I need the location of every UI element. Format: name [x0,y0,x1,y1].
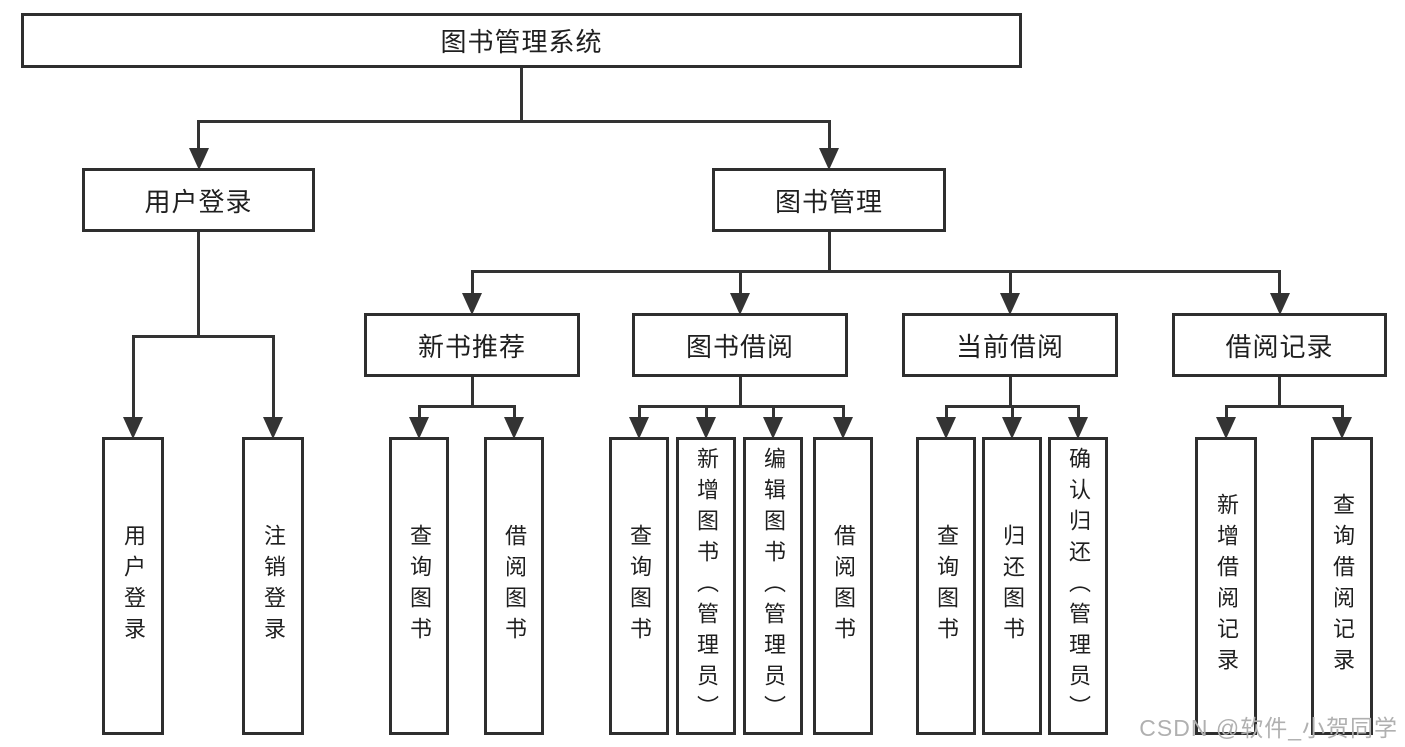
watermark-text: CSDN @软件_小贺同学 [1139,715,1398,741]
connector-line [197,231,200,338]
arrow-down-icon [629,417,649,439]
arrow-down-icon [1269,293,1290,315]
node-new-book-recommend: 新书推荐 [364,313,580,377]
node-label: 用户登录 [121,524,146,648]
node-label: 查询图书 [627,524,652,648]
arrow-down-icon [504,417,524,439]
node-label: 新书推荐 [417,331,526,362]
arrow-down-icon [763,417,783,439]
node-label: 查询借阅记录 [1330,493,1355,679]
node-current-borrowing: 当前借阅 [902,313,1118,377]
node-label: 当前借阅 [955,331,1064,362]
node-label: 查询图书 [407,524,432,648]
node-confirm-return-admin: 确认归还（管理员） [1048,437,1108,735]
connector-line [827,231,831,273]
arrow-down-icon [819,148,839,170]
connector-line [738,376,742,408]
connector-line [944,405,948,427]
node-label: 确认归还（管理员） [1066,446,1091,726]
connector-line [197,120,831,123]
connector-line [131,335,275,338]
arrow-down-icon [833,417,853,439]
connector-line [1278,376,1281,408]
connector-line [827,120,831,158]
arrow-down-icon [409,417,429,439]
node-query-books-borrowing: 查询图书 [609,437,669,735]
connector-line [704,405,708,427]
connector-line [1224,405,1344,408]
connector-line [197,120,200,158]
connector-line [771,405,775,427]
arrow-down-icon [730,293,750,315]
node-query-books-current: 查询图书 [916,437,976,735]
connector-line [841,405,845,427]
node-label: 图书管理系统 [440,27,603,57]
node-edit-books-admin: 编辑图书（管理员） [743,437,803,735]
connector-line [470,270,474,303]
node-system-root: 图书管理系统 [21,13,1022,68]
arrow-down-icon [1332,417,1352,439]
node-borrowing-records: 借阅记录 [1172,313,1387,377]
node-book-management: 图书管理 [712,168,946,232]
connector-line [738,270,742,303]
node-label: 借阅图书 [502,524,527,648]
connector-line [1340,405,1344,427]
node-label: 借阅记录 [1225,331,1334,362]
arrow-down-icon [462,293,482,315]
connector-line [1278,270,1281,303]
node-label: 新增图书（管理员） [694,446,719,726]
connector-line [1008,270,1012,303]
connector-line [417,405,516,408]
node-login-user: 用户登录 [102,437,164,735]
node-label: 图书借阅 [685,331,794,362]
arrow-down-icon [1002,417,1022,439]
connector-line [1076,405,1080,427]
connector-line [512,405,516,427]
arrow-down-icon [1216,417,1236,439]
connector-line [637,405,845,408]
node-label: 注销登录 [261,524,286,648]
node-add-books-admin: 新增图书（管理员） [676,437,736,735]
node-user-login: 用户登录 [82,168,315,232]
node-add-borrow-record: 新增借阅记录 [1195,437,1257,735]
node-label: 用户登录 [144,186,253,217]
connector-line [470,270,1281,273]
arrow-down-icon [1000,293,1020,315]
arrow-down-icon [263,417,283,439]
node-book-borrowing: 图书借阅 [632,313,848,377]
node-label: 查询图书 [934,524,959,648]
node-label: 归还图书 [1000,524,1025,648]
node-label: 借阅图书 [831,524,856,648]
arrow-down-icon [936,417,956,439]
node-borrow-books-recommend: 借阅图书 [484,437,544,735]
connector-line [1010,405,1014,427]
connector-line [131,335,135,427]
node-borrow-books: 借阅图书 [813,437,873,735]
connector-line [271,335,275,427]
node-query-borrow-record: 查询借阅记录 [1311,437,1373,735]
node-query-books-recommend: 查询图书 [389,437,449,735]
arrow-down-icon [123,417,143,439]
connector-line [637,405,641,427]
node-label: 新增借阅记录 [1214,493,1239,679]
arrow-down-icon [1068,417,1088,439]
connector-line [417,405,421,427]
connector-line [520,67,523,123]
node-logout-user: 注销登录 [242,437,304,735]
node-return-books: 归还图书 [982,437,1042,735]
connector-line [470,376,474,408]
arrow-down-icon [696,417,716,439]
connector-line [1224,405,1228,427]
arrow-down-icon [188,148,209,170]
node-label: 编辑图书（管理员） [761,446,786,726]
node-label: 图书管理 [774,186,883,217]
connector-line [1008,376,1012,408]
